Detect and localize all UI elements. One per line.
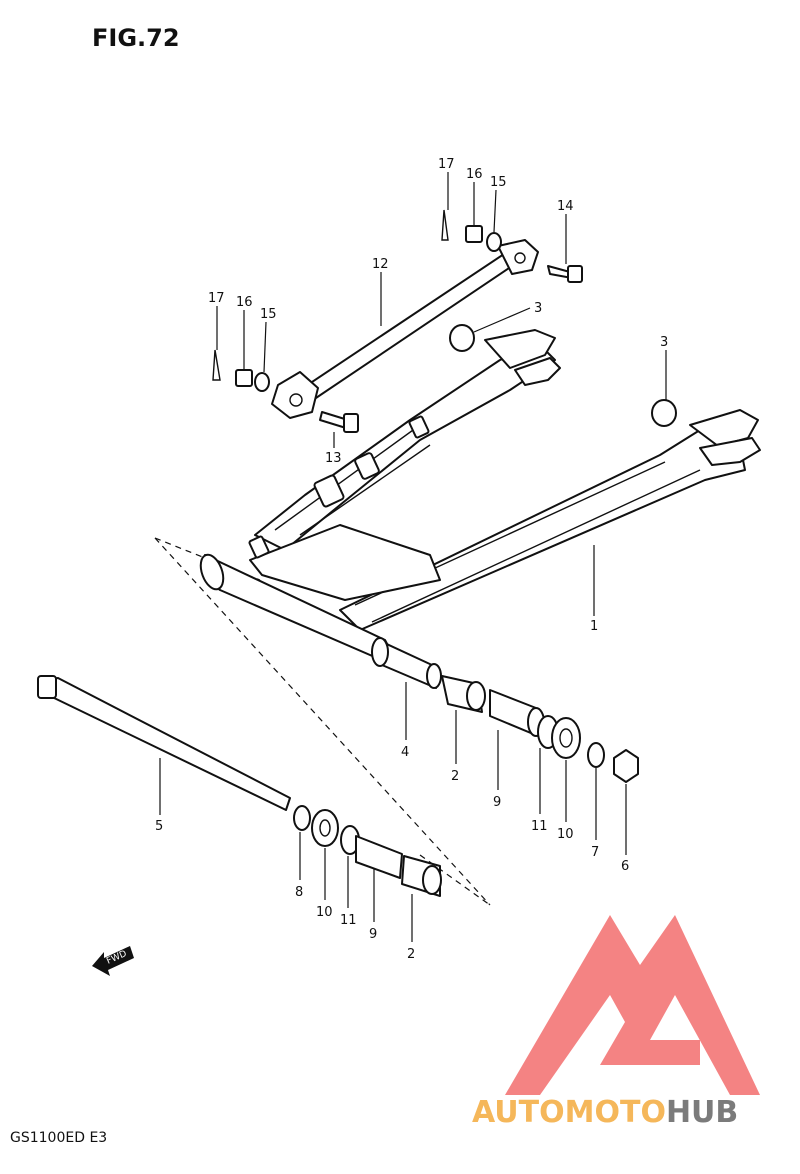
callout-11-right: 11 [531,819,548,834]
torque-rod [271,239,539,419]
callout-2-left: 2 [407,947,415,962]
fwd-arrow-icon: FWD [92,946,134,976]
callout-4: 4 [401,745,409,760]
callout-8: 8 [295,885,303,900]
figure-title: FIG.72 [92,24,180,52]
callout-labels: 17 16 15 14 12 3 17 16 15 13 3 1 4 2 9 1… [155,157,668,962]
callout-16: 16 [466,167,483,182]
callout-10-left: 10 [316,905,333,920]
callout-16-left: 16 [236,295,253,310]
watermark: AUTOMOTOHUB [472,915,760,1130]
callout-17: 17 [438,157,455,172]
callout-13: 13 [325,451,342,466]
callout-11-left: 11 [340,913,357,928]
callout-9-right: 9 [493,795,501,810]
leader-lines [159,172,667,942]
pivot-parts [37,637,639,897]
callout-15: 15 [490,175,507,190]
automotohub-logo-icon [505,915,760,1095]
callout-1: 1 [590,619,598,634]
model-code: GS1100ED E3 [10,1130,107,1146]
callout-10-right: 10 [557,827,574,842]
callout-12: 12 [372,257,389,272]
callout-9-left: 9 [369,927,377,942]
callout-3-right: 3 [660,335,668,350]
swingarm [199,329,761,669]
callout-3-left: 3 [534,301,542,316]
callout-14: 14 [557,199,574,214]
callout-15-left: 15 [260,307,277,322]
callout-17-left: 17 [208,291,225,306]
callout-2-right: 2 [451,769,459,784]
watermark-text: AUTOMOTOHUB [472,1095,738,1130]
callout-6: 6 [621,859,629,874]
callout-5: 5 [155,819,163,834]
callout-7: 7 [591,845,599,860]
torque-rod-hardware [212,209,677,433]
